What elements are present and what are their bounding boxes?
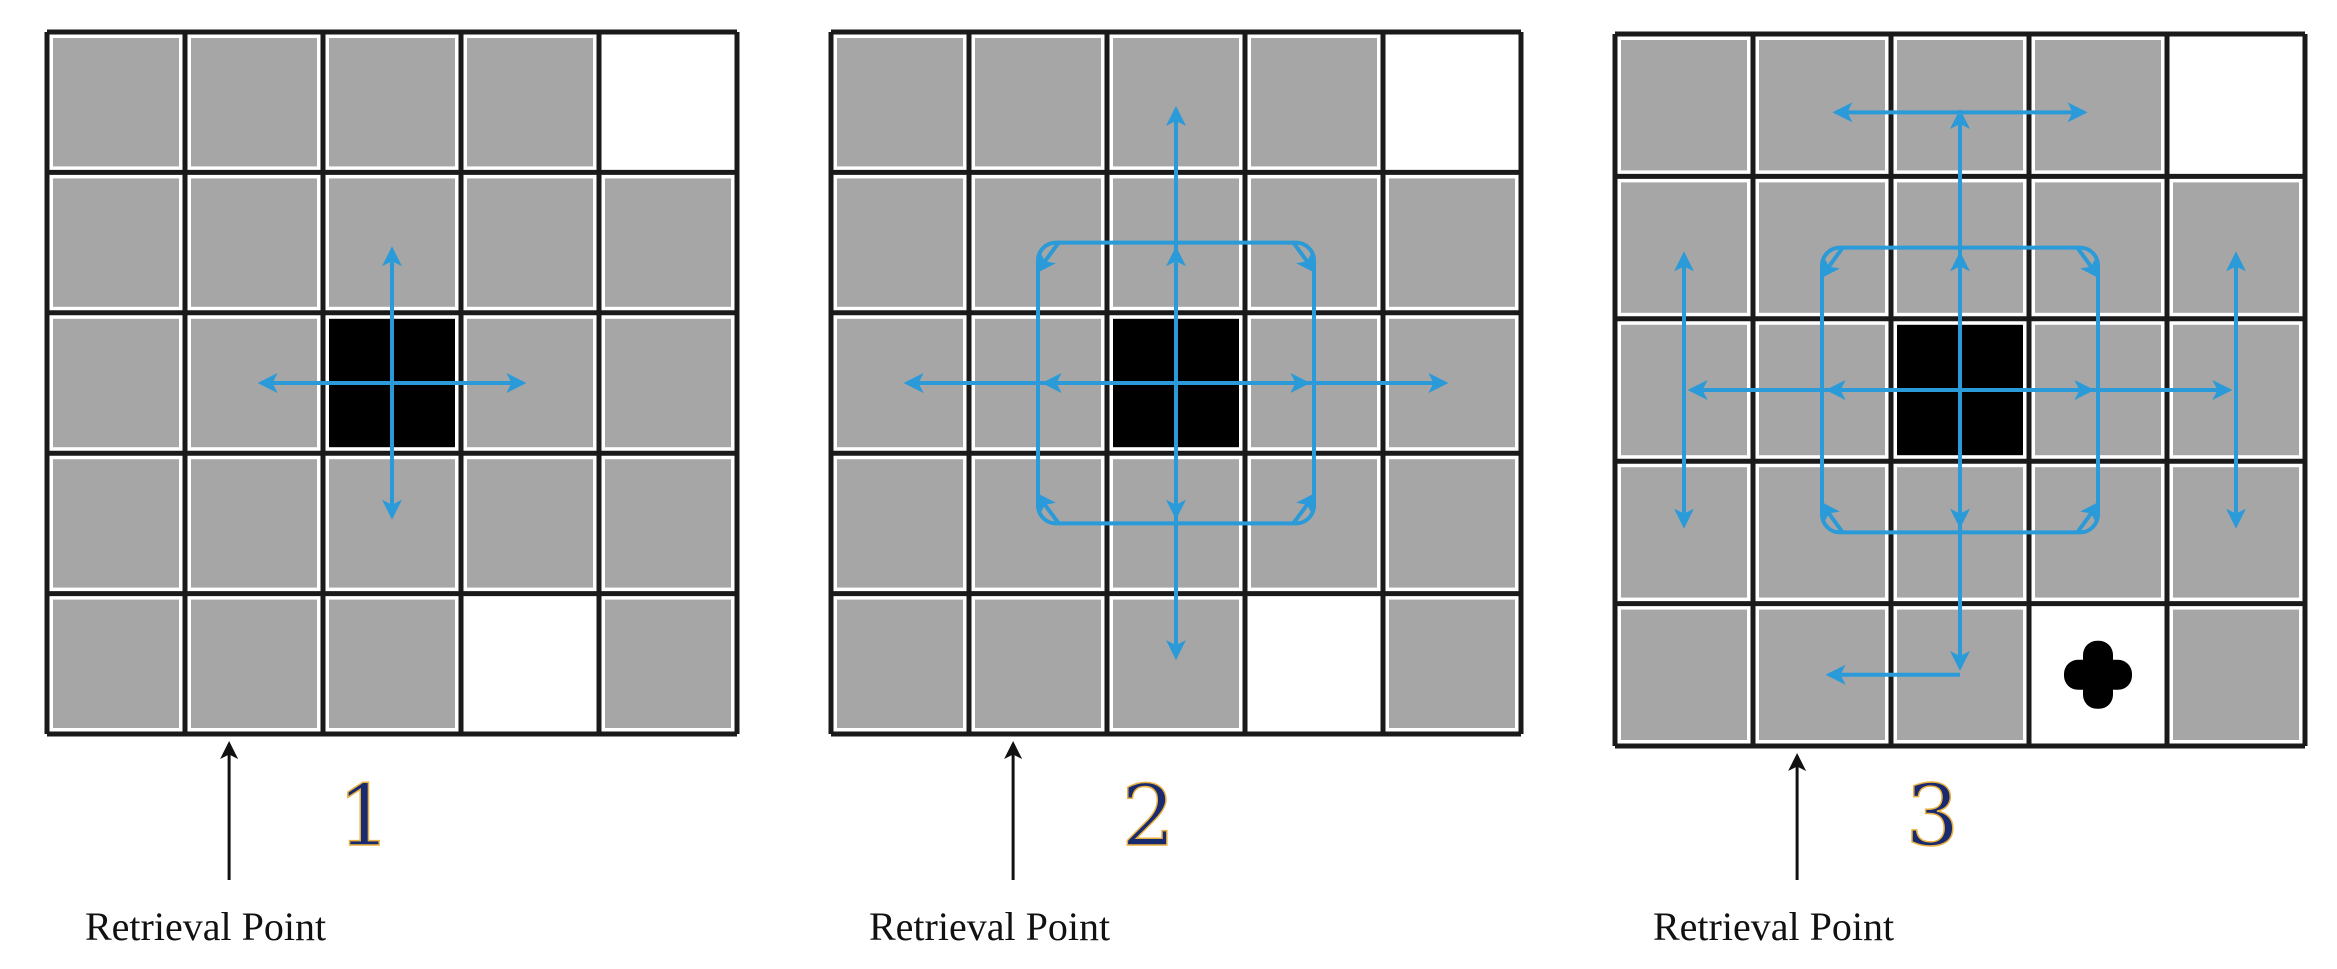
storage-cell [191,178,317,307]
storage-cell [837,459,963,588]
retrieval-point-label-1: Retrieval Point [85,904,326,949]
storage-cell [191,459,317,588]
search-arrows-1 [257,246,527,520]
search-arrows-3 [1674,102,2246,685]
free-cell [605,38,731,167]
search-arrow [1820,246,1845,279]
storage-cell [975,599,1101,728]
search-arrows-2 [903,105,1449,661]
found-marker-3 [2064,640,2132,709]
storage-cell [2173,609,2299,740]
found-marker-bar [2064,659,2132,690]
retrieval-point-label-3: Retrieval Point [1653,904,1894,949]
free-cell [1389,38,1515,167]
storage-cell [605,178,731,307]
storage-cell [53,318,179,448]
storage-cell [837,38,963,167]
storage-cell [1759,40,1885,171]
storage-cell [191,599,317,728]
storage-cell [467,38,593,167]
storage-cell [53,38,179,167]
free-cell [467,599,593,728]
storage-cell [1621,40,1747,171]
storage-cell [53,599,179,728]
retrieval-point-label-2: Retrieval Point [869,904,1110,949]
free-cell [1251,599,1377,728]
storage-cell [329,599,455,728]
search-arrow [1291,492,1316,525]
search-arrow [2075,501,2100,534]
panel-3: 3 Retrieval Point [1612,31,2308,949]
storage-cell [605,318,731,448]
storage-cell [1389,178,1515,307]
storage-cell [1389,459,1515,588]
storage-cell [467,459,593,588]
storage-cell [329,38,455,167]
storage-cell [605,459,731,588]
step-number-3: 3 [1906,767,1959,865]
storage-cell [467,178,593,307]
search-arrow [1291,241,1316,274]
storage-cell [837,599,963,728]
storage-cell [975,38,1101,167]
step-number-2: 2 [1122,767,1175,865]
storage-cell [1251,38,1377,167]
storage-cell [191,38,317,167]
storage-cell [605,599,731,728]
free-cell [2173,40,2299,171]
storage-cell [2035,40,2161,171]
search-arrow [2075,246,2100,279]
storage-cell [53,459,179,588]
search-arrow [1036,241,1061,274]
panel-1: 1 Retrieval Point [44,29,740,949]
search-arrow [1036,492,1061,525]
search-arrow [1820,501,1845,534]
panel-2: 2 Retrieval Point [828,29,1524,949]
storage-cell [53,178,179,307]
storage-cell [1621,609,1747,740]
step-number-1: 1 [338,767,391,865]
storage-cell [837,178,963,307]
storage-cell [1389,599,1515,728]
